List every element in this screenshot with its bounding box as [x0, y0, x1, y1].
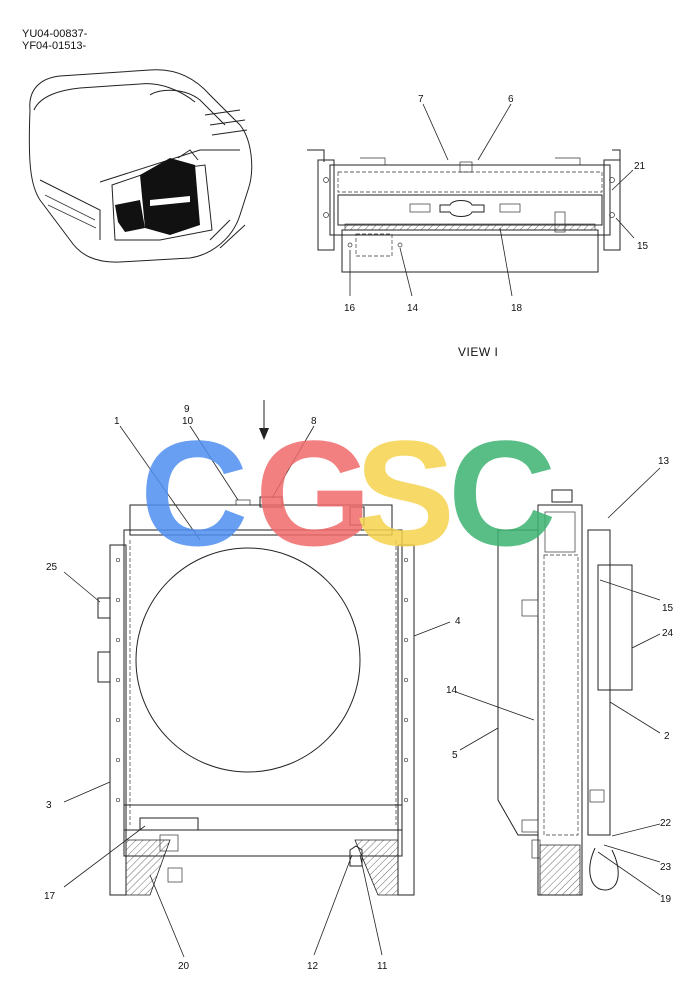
watermark-letter-4: C [448, 409, 556, 577]
serial-range-1: YU04-00837- [22, 28, 88, 40]
callout-19: 19 [660, 894, 672, 905]
callout-14-top: 14 [407, 303, 419, 314]
callout-15-side: 15 [662, 603, 674, 614]
callout-14-side: 14 [446, 685, 458, 696]
callout-24: 24 [662, 628, 674, 639]
callout-18: 18 [511, 303, 523, 314]
callout-3: 3 [46, 800, 52, 811]
callout-8: 8 [311, 416, 317, 427]
callout-25: 25 [46, 562, 58, 573]
callout-15-top: 15 [637, 241, 649, 252]
callout-labels: 7 6 21 15 16 14 18 9 10 1 8 25 4 3 17 20… [44, 94, 674, 972]
callout-20: 20 [178, 961, 190, 972]
watermark-letter-1: C [140, 409, 248, 577]
watermark-letter-2: G [255, 409, 372, 577]
view-label: VIEW I [458, 345, 499, 359]
callout-5: 5 [452, 750, 458, 761]
callout-23: 23 [660, 862, 672, 873]
callout-13: 13 [658, 456, 670, 467]
callout-9: 9 [184, 404, 190, 415]
callout-12: 12 [307, 961, 319, 972]
callout-1: 1 [114, 416, 120, 427]
callout-6: 6 [508, 94, 514, 105]
callout-22: 22 [660, 818, 672, 829]
side-view-drawing [497, 489, 633, 896]
callout-4: 4 [455, 616, 461, 627]
callout-17: 17 [44, 891, 56, 902]
callout-10: 10 [182, 416, 194, 427]
top-view-drawing [307, 149, 621, 273]
machine-location-thumbnail [28, 69, 253, 263]
callout-21: 21 [634, 161, 646, 172]
callout-2: 2 [664, 731, 670, 742]
leader-lines [63, 103, 661, 958]
serial-range-2: YF04-01513- [22, 40, 87, 52]
front-view-drawing [97, 400, 415, 896]
callout-7: 7 [418, 94, 424, 105]
watermark-letter-3: S [355, 409, 455, 577]
callout-11: 11 [377, 961, 388, 972]
watermark: C G S C [140, 409, 556, 577]
callout-16: 16 [344, 303, 356, 314]
